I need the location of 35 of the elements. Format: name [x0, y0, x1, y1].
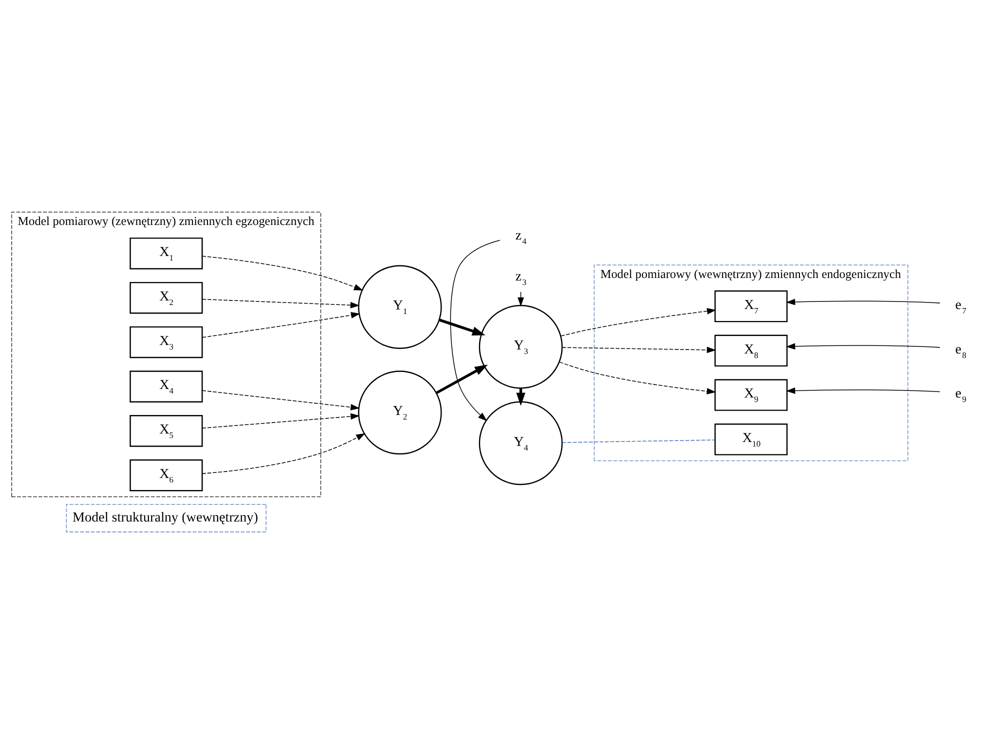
arrow: [202, 298, 360, 308]
node-text: e$_{8}$: [955, 341, 966, 360]
node-circle: Y$_{2}$: [358, 370, 442, 455]
arrow: [202, 256, 364, 291]
node-box: X$_{4}$: [130, 370, 203, 402]
node-circle: Y$_{1}$: [358, 265, 442, 349]
arrow: [786, 388, 940, 394]
node-box: X$_{6}$: [130, 459, 203, 492]
node-text: z$_{4}$: [515, 227, 527, 246]
node-circle: Y$_{3}$: [478, 304, 563, 389]
node-box: X$_{3}$: [130, 326, 203, 358]
node-box: X$_{5}$: [130, 415, 203, 447]
arrow: [560, 308, 716, 336]
node-box: X$_{10}$: [714, 423, 788, 456]
arrow: [786, 343, 940, 350]
node-box: Model strukturalny (wewnętrzny): [66, 504, 266, 532]
node-text: e$_{9}$: [955, 386, 966, 404]
arrow: [202, 312, 360, 338]
arrow: [439, 318, 486, 336]
node-box: X$_{8}$: [714, 334, 788, 367]
node-text: z$_{3}$: [515, 268, 527, 288]
arrow: [202, 433, 366, 474]
node-box: X$_{9}$: [714, 379, 788, 411]
arrow: [436, 364, 488, 394]
arrow: [202, 413, 360, 429]
node-box: X$_{7}$: [714, 290, 788, 322]
arrow: [450, 240, 500, 422]
node-text: e$_{7}$: [955, 296, 966, 316]
arrow: [562, 346, 716, 354]
node-box: X$_{1}$: [130, 238, 203, 270]
arrow: [202, 390, 360, 410]
node-box: X$_{2}$: [130, 282, 203, 314]
arrow: [559, 362, 716, 394]
arrow: [786, 298, 940, 306]
connector: [562, 440, 716, 443]
